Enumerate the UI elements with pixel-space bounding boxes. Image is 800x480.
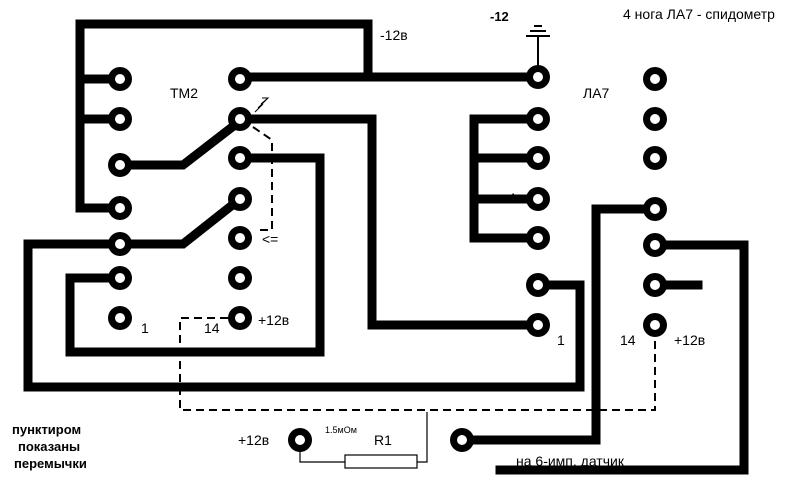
- jumpers: [179, 126, 656, 411]
- pads: [108, 65, 667, 452]
- traces: [23, 19, 749, 475]
- tm2-label: ТМ2: [170, 85, 198, 101]
- trace-la7-right-to-sensor: [457, 204, 660, 445]
- note-line1: пунктиром: [12, 422, 81, 437]
- tm2-left-pads: [108, 67, 132, 330]
- tm2-pin14-label: 14: [204, 320, 220, 336]
- trace-la7-right-loop: [495, 240, 749, 475]
- trace-diag-upper: [115, 114, 247, 170]
- jumper-plus12v-bus: [179, 317, 656, 411]
- minus12v-label: -12в: [380, 27, 408, 43]
- la7-pin1-label: 1: [557, 332, 565, 348]
- la7-left-pads: [526, 65, 550, 337]
- resistor-r1: [299, 412, 428, 469]
- arrow-label: <=: [262, 231, 278, 247]
- trace-left-bus: [75, 74, 125, 213]
- arrow-marks: [254, 97, 270, 113]
- labels: 4 нога ЛА7 - спидометр -12в -12 ТМ2 ЛА7 …: [12, 6, 775, 471]
- trace-big-outer-loop: [23, 239, 585, 392]
- trace-top-loop: [75, 19, 373, 84]
- r1-pads: [288, 428, 474, 452]
- r1-name-label: R1: [374, 432, 392, 448]
- jumper-tm2-right: [252, 126, 273, 231]
- note-line2: показаны: [18, 439, 80, 454]
- minus12-label: -12: [490, 9, 509, 24]
- r1-value-label: 1.5мОм: [325, 425, 357, 435]
- tm2-pin1-label: 1: [141, 320, 149, 336]
- trace-inner-loop: [65, 153, 325, 357]
- trace-la7-left-comb: [469, 114, 543, 243]
- tm2-right-pads: [228, 67, 252, 330]
- la7-plus12v-label: +12в: [674, 332, 705, 348]
- trace-diag-lower: [115, 192, 247, 249]
- sensor-label: на 6-имп. датчик: [516, 453, 625, 469]
- title-label: 4 нога ЛА7 - спидометр: [623, 6, 775, 22]
- la7-right-pads: [643, 67, 667, 337]
- la7-pin14-label: 14: [620, 332, 636, 348]
- ground-symbol: [526, 25, 550, 70]
- tm2-plus12v-label: +12в: [258, 312, 289, 328]
- r1-plus12v-label: +12в: [238, 432, 269, 448]
- la7-pin4-label: 4: [508, 190, 516, 206]
- la7-label: ЛА7: [583, 85, 610, 101]
- trace-tm2-to-la7pin1: [235, 114, 543, 330]
- note-line3: перемычки: [14, 456, 87, 471]
